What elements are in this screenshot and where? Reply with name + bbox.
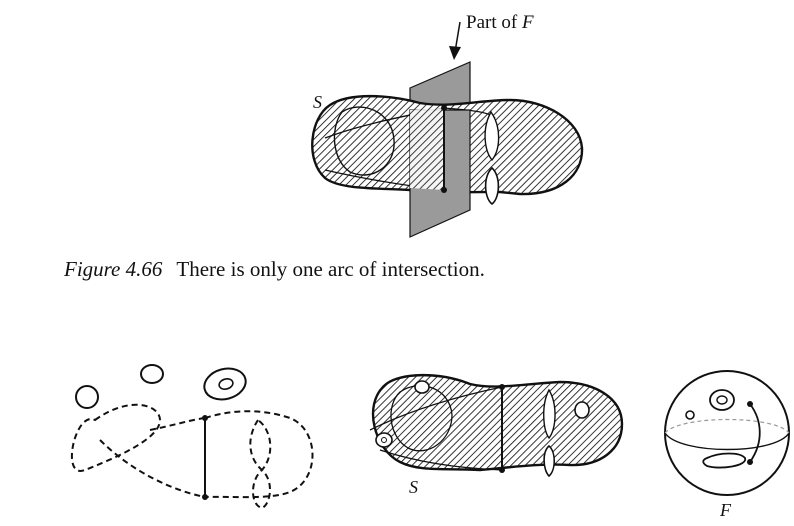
- pointer-label: Part of F: [466, 12, 534, 33]
- figure-caption: Figure 4.66 There is only one arc of inte…: [64, 257, 485, 282]
- caption-text: There is only one arc of intersection.: [176, 257, 485, 281]
- surface-s-bottom: [369, 373, 624, 478]
- figure-eight-top: [484, 110, 500, 206]
- surface-lobe: [333, 106, 395, 176]
- surface-label-top: S: [313, 92, 322, 112]
- surface-label-bottom: S: [409, 477, 418, 497]
- pointer-arrow: [449, 21, 461, 60]
- top-figure: [311, 21, 584, 238]
- figure-number: Figure 4.66: [64, 257, 163, 281]
- sphere-label: F: [720, 500, 731, 520]
- sphere-f: [664, 370, 790, 496]
- dashed-curves-figure: [70, 364, 314, 510]
